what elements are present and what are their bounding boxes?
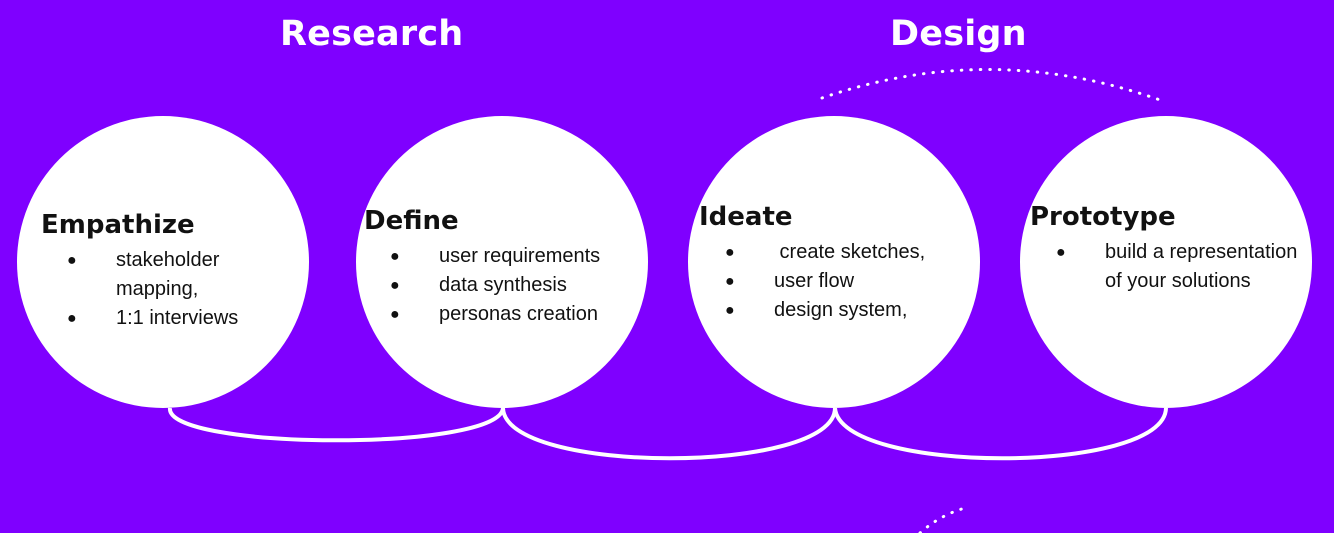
bullet-icon: ● (67, 252, 77, 269)
stage-circle-ideate: Ideate ● create sketches, ● user flow ● … (688, 116, 980, 408)
bullet-icon: ● (725, 273, 735, 290)
list-item: ● create sketches, (699, 238, 979, 267)
list-item: ● user requirements (364, 242, 654, 271)
bullet-icon: ● (390, 277, 400, 294)
stage-items-define: ● user requirements ● data synthesis ● p… (364, 242, 654, 329)
stage-items-ideate: ● create sketches, ● user flow ● design … (699, 238, 979, 325)
list-item: ● 1:1 interviews (41, 304, 281, 333)
list-item: ● user flow (699, 267, 979, 296)
stage-title-prototype: Prototype (1030, 202, 1176, 232)
phase-title-design: Design (890, 14, 1027, 54)
bullet-icon: ● (725, 244, 735, 261)
connector-loop-1 (167, 407, 505, 443)
bullet-icon: ● (390, 306, 400, 323)
connector-loop-3 (833, 407, 1168, 461)
stage-title-define: Define (364, 206, 459, 236)
bullet-icon: ● (725, 302, 735, 319)
stage-items-empathize: ● stakeholder mapping, ● 1:1 interviews (41, 246, 281, 333)
stage-circle-empathize: Empathize ● stakeholder mapping, ● 1:1 i… (17, 116, 309, 408)
connector-loop-2 (501, 407, 837, 461)
bullet-icon: ● (390, 248, 400, 265)
stage-circle-define: Define ● user requirements ● data synthe… (356, 116, 648, 408)
list-item: ● stakeholder mapping, (41, 246, 281, 304)
phase-title-research: Research (280, 14, 464, 54)
bullet-icon: ● (1056, 244, 1066, 261)
bullet-icon: ● (67, 310, 77, 327)
list-item: ● data synthesis (364, 271, 654, 300)
list-item: ● build a representation of your solutio… (1030, 238, 1310, 296)
stage-title-ideate: Ideate (699, 202, 793, 232)
dotted-arc-bottom (918, 506, 967, 533)
list-item: ● design system, (699, 296, 979, 325)
list-item: ● personas creation (364, 300, 654, 329)
stage-items-prototype: ● build a representation of your solutio… (1030, 238, 1310, 296)
stage-circle-prototype: Prototype ● build a representation of yo… (1020, 116, 1312, 408)
dotted-arc-design (820, 68, 1162, 102)
stage-title-empathize: Empathize (41, 210, 195, 240)
